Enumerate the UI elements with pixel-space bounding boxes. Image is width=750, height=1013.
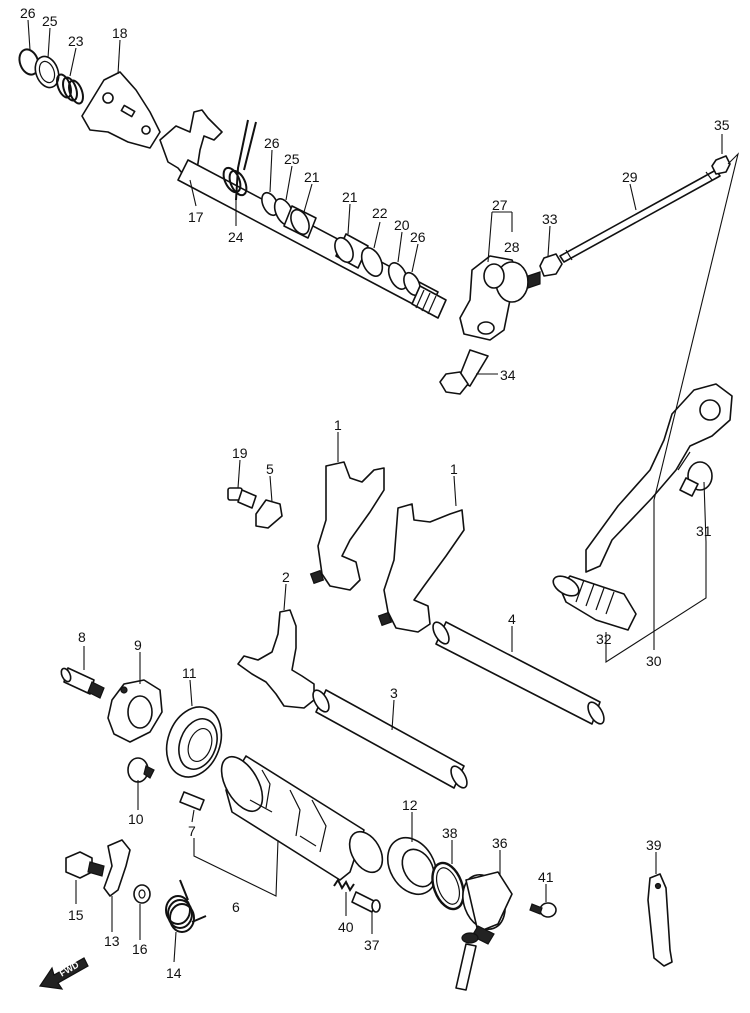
return-spring-24 <box>222 119 257 201</box>
callout-41: 41 <box>538 869 554 885</box>
callout-24: 24 <box>228 229 244 245</box>
callout-19: 19 <box>232 445 248 461</box>
callout-9: 9 <box>134 637 142 653</box>
callout-23: 23 <box>68 33 84 49</box>
callout-39: 39 <box>646 837 662 853</box>
callout-21: 21 <box>304 169 320 185</box>
shift-fork-1b <box>383 503 465 633</box>
callout-29: 29 <box>622 169 638 185</box>
callout-27: 27 <box>492 197 508 213</box>
callout-6: 6 <box>232 899 240 915</box>
callout-36: 36 <box>492 835 508 851</box>
nut-35 <box>711 155 731 175</box>
spring-23 <box>56 73 84 105</box>
callout-18: 18 <box>112 25 128 41</box>
callout-35: 35 <box>714 117 730 133</box>
spring-14 <box>165 879 207 933</box>
gearshift-cam-area <box>60 667 557 991</box>
callout-10: 10 <box>128 811 144 827</box>
spring-40 <box>333 878 355 892</box>
callout-40: 40 <box>338 919 354 935</box>
tie-rod-29 <box>559 169 721 263</box>
callout-20: 20 <box>394 217 410 233</box>
callout-7: 7 <box>188 823 196 839</box>
callout-labels: 26 25 23 18 17 24 26 25 21 21 22 20 26 2… <box>20 5 730 981</box>
callout-14: 14 <box>166 965 182 981</box>
callout-30: 30 <box>646 653 662 669</box>
footpeg-rubber-32 <box>552 575 637 631</box>
shift-shaft-assembly <box>18 48 731 395</box>
oil-seal-22 <box>360 247 384 277</box>
callout-17: 17 <box>188 209 204 225</box>
callout-28: 28 <box>504 239 520 255</box>
bolt-34 <box>439 349 489 395</box>
pivot-bolt-31 <box>679 461 713 497</box>
callout-25: 25 <box>42 13 58 29</box>
spline-end <box>411 285 447 319</box>
callout-2: 2 <box>282 569 290 585</box>
shift-fork-1a <box>317 461 385 591</box>
nut-33 <box>539 253 563 277</box>
callout-4: 4 <box>508 611 516 627</box>
callout-26: 26 <box>20 5 36 21</box>
callout-22: 22 <box>372 205 388 221</box>
callout-34: 34 <box>500 367 516 383</box>
dowel-7 <box>179 791 205 811</box>
clip-39 <box>647 873 673 967</box>
fwd-arrow: FWD <box>38 957 89 990</box>
callout-26: 26 <box>264 135 280 151</box>
callout-26: 26 <box>410 229 426 245</box>
callout-38: 38 <box>442 825 458 841</box>
callout-21: 21 <box>342 189 358 205</box>
screw-41 <box>529 902 557 918</box>
shift-fork-2 <box>237 609 315 709</box>
callout-15: 15 <box>68 907 84 923</box>
o-ring-38 <box>431 861 465 911</box>
callout-5: 5 <box>266 461 274 477</box>
stopper-lever-13 <box>103 839 131 897</box>
leader-lines <box>27 19 739 963</box>
callout-33: 33 <box>542 211 558 227</box>
washer-20 <box>387 262 409 290</box>
callout-12: 12 <box>402 797 418 813</box>
callout-25: 25 <box>284 151 300 167</box>
callout-8: 8 <box>78 629 86 645</box>
callout-32: 32 <box>596 631 612 647</box>
callout-37: 37 <box>364 937 380 953</box>
callout-31: 31 <box>696 523 712 539</box>
shift-forks <box>237 461 605 789</box>
callout-16: 16 <box>132 941 148 957</box>
stopper-bolt-15 <box>65 851 105 879</box>
callout-11: 11 <box>182 665 197 681</box>
callout-1: 1 <box>334 417 342 433</box>
callout-13: 13 <box>104 933 120 949</box>
callout-1: 1 <box>450 461 458 477</box>
washer-25 <box>34 55 60 89</box>
fork-shaft-3 <box>315 689 465 789</box>
bolt-19 <box>227 487 257 509</box>
neutral-switch-36 <box>455 871 513 991</box>
fork-shaft-4 <box>435 621 601 725</box>
washer-16 <box>133 884 151 904</box>
callout-3: 3 <box>390 685 398 701</box>
stopper-5 <box>255 499 283 529</box>
